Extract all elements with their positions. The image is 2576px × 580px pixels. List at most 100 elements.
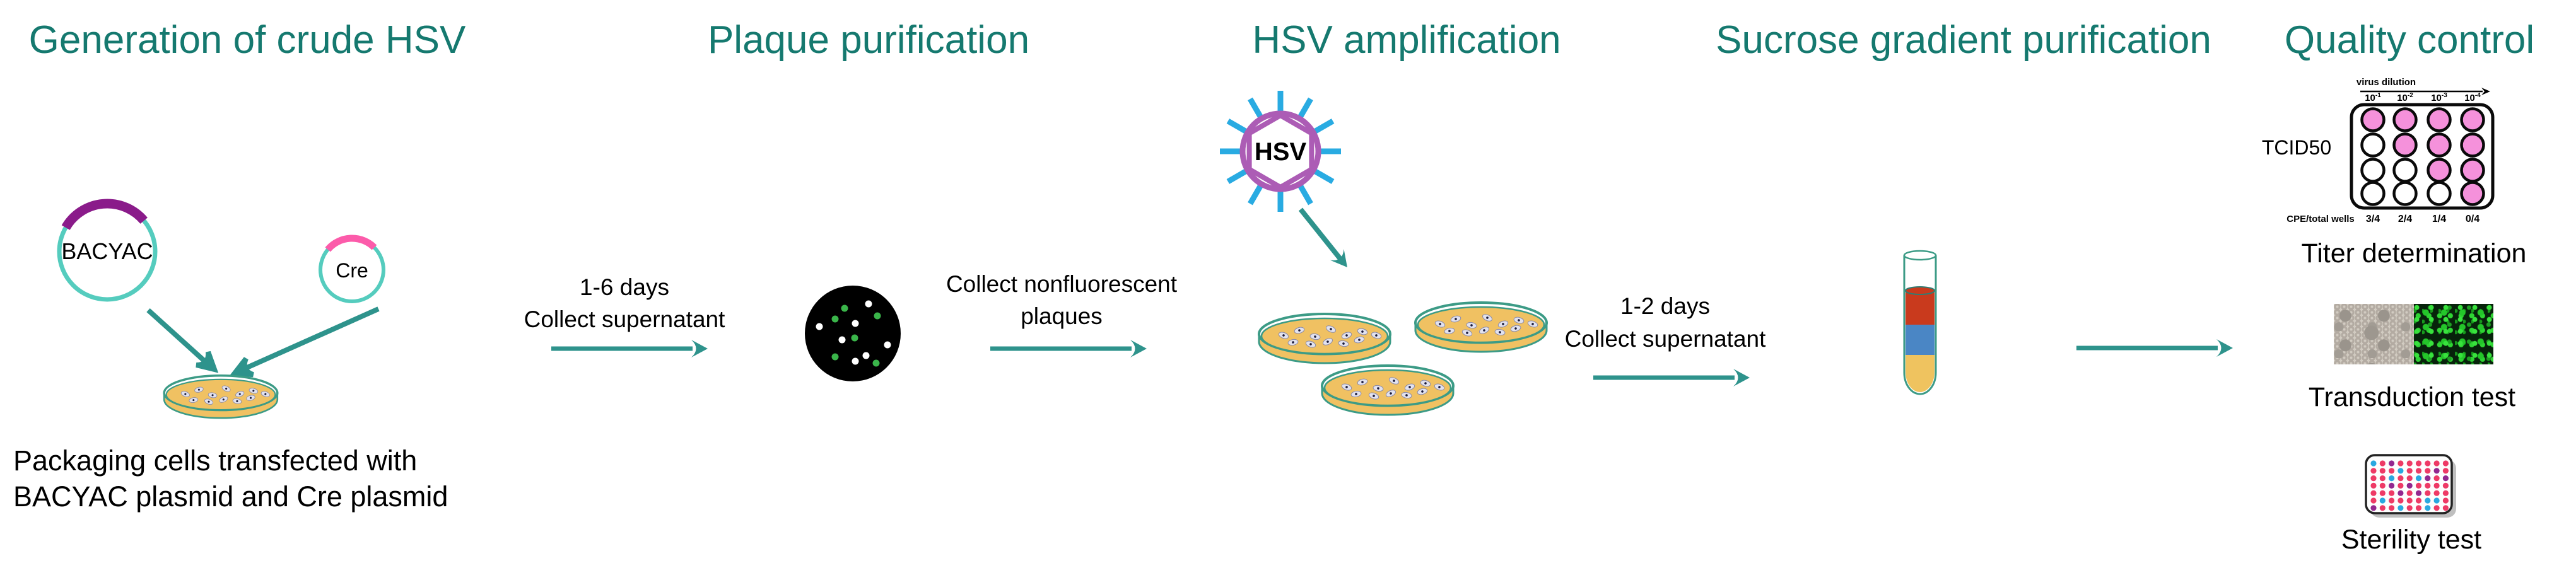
tube-layer-blue xyxy=(1906,325,1935,355)
nonfluorescent-plaque-dot xyxy=(865,300,872,308)
sterility-well-dot xyxy=(2442,482,2449,489)
sterility-well-dot xyxy=(2406,490,2413,496)
transduction-test-caption: Transduction test xyxy=(2308,382,2516,412)
sterility-well-dot xyxy=(2406,468,2413,474)
flow2-action-line1: Collect nonfluorescent xyxy=(946,271,1178,297)
sterility-well-dot xyxy=(2397,475,2404,482)
sterility-well-dot xyxy=(2397,468,2404,474)
sterility-well-dot xyxy=(2415,497,2422,504)
sterility-well-dot xyxy=(2406,460,2413,467)
sterility-well-dot xyxy=(2379,505,2386,511)
sterility-well-dot xyxy=(2389,460,2395,467)
sterility-well-dot xyxy=(2433,482,2440,489)
sterility-well-dot xyxy=(2425,460,2431,467)
title-generation-of-crude-hsv: Generation of crude HSV xyxy=(28,18,466,62)
sterility-well-dot xyxy=(2389,482,2395,489)
sterility-well-dot xyxy=(2379,468,2386,474)
petri-dish-icon xyxy=(163,374,279,419)
sterility-well-dot xyxy=(2406,482,2413,489)
infection-arrow-icon xyxy=(1298,207,1354,273)
sterility-well-dot xyxy=(2370,482,2377,489)
title-quality-control: Quality control xyxy=(2284,18,2535,62)
sterility-well-dot xyxy=(2433,497,2440,504)
sterility-well-dot xyxy=(2433,505,2440,511)
tcid50-well xyxy=(2460,132,2485,158)
fluorescent-plaque-dot xyxy=(831,353,839,361)
tcid50-well xyxy=(2360,107,2386,132)
tube-layer-red xyxy=(1906,291,1935,325)
sterility-well-dot xyxy=(2389,505,2395,511)
amplification-dish-bottom xyxy=(1321,364,1455,416)
tcid50-well xyxy=(2460,181,2485,206)
sterility-well-dot xyxy=(2379,490,2386,496)
sterility-well-dot xyxy=(2379,475,2386,482)
sterility-well-dot xyxy=(2379,482,2386,489)
tcid50-well xyxy=(2460,107,2485,132)
fluorescent-plaque-dot xyxy=(841,304,848,312)
virus-dilution-label: virus dilution xyxy=(2356,77,2416,88)
tcid50-well xyxy=(2392,107,2418,132)
sterility-well-dot xyxy=(2397,490,2404,496)
tcid50-well xyxy=(2427,181,2452,206)
tcid50-wells xyxy=(2360,107,2485,206)
sterility-well-dot xyxy=(2397,460,2404,467)
sterility-well-dot xyxy=(2433,460,2440,467)
section1-caption-line2: BACYAC plasmid and Cre plasmid xyxy=(13,480,448,513)
bacyac-plasmid-icon: BACYAC xyxy=(57,199,158,302)
flow3-duration: 1-2 days xyxy=(1620,293,1710,319)
tcid50-well xyxy=(2427,158,2452,183)
sterility-well-dot xyxy=(2370,497,2377,504)
sterility-well-dot xyxy=(2425,468,2431,474)
sterility-well-dot xyxy=(2397,482,2404,489)
dilution-label-4: 10-4 xyxy=(2464,92,2481,103)
sterility-well-dot xyxy=(2389,490,2395,496)
fluorescent-plaque-dot xyxy=(874,312,881,320)
sterility-well-dot xyxy=(2425,475,2431,482)
sterility-well-dot xyxy=(2433,468,2440,474)
sterility-well-dot xyxy=(2370,505,2377,511)
sterility-well-dot xyxy=(2370,490,2377,496)
bacyac-label: BACYAC xyxy=(61,238,153,264)
cpe-total-wells-label: CPE/total wells xyxy=(2286,214,2355,224)
sterility-well-dot xyxy=(2370,468,2377,474)
nonfluorescent-plaque-dot xyxy=(884,341,891,349)
nonfluorescent-plaque-dot xyxy=(838,336,846,344)
sterility-dots xyxy=(2370,460,2449,511)
nonfluorescent-plaque-dot xyxy=(816,323,823,330)
sterility-well-dot xyxy=(2406,497,2413,504)
sterility-well-dot xyxy=(2442,475,2449,482)
cpe-value-2: 2/4 xyxy=(2397,214,2413,224)
sterility-well-dot xyxy=(2415,460,2422,467)
virus-dilution-arrow-icon xyxy=(2360,88,2490,95)
flow1-duration: 1-6 days xyxy=(580,274,669,300)
tube-layer-yellow xyxy=(1906,355,1935,392)
sterility-well-dot xyxy=(2442,497,2449,504)
nonfluorescent-plaque-dot xyxy=(852,357,859,365)
sterility-well-dot xyxy=(2442,460,2449,467)
sterility-well-dot xyxy=(2433,490,2440,496)
hsv-virus-label: HSV xyxy=(1255,138,1307,166)
sterility-well-dot xyxy=(2425,505,2431,511)
sterility-well-dot xyxy=(2425,497,2431,504)
cpe-value-1: 3/4 xyxy=(2365,214,2380,224)
tcid50-well xyxy=(2427,107,2452,132)
gfp-fluorescence-image xyxy=(2413,304,2493,364)
fluorescent-plaque-dot xyxy=(851,334,858,342)
sterility-well-dot xyxy=(2442,505,2449,511)
sterility-well-dot xyxy=(2415,505,2422,511)
sterility-well-dot xyxy=(2415,482,2422,489)
sterility-well-dot xyxy=(2442,468,2449,474)
titer-determination-caption: Titer determination xyxy=(2301,238,2527,269)
flow2-arrow-icon xyxy=(990,340,1147,357)
tcid50-label: TCID50 xyxy=(2261,136,2332,159)
sterility-well-dot xyxy=(2433,475,2440,482)
nonfluorescent-plaque-dot xyxy=(862,352,870,359)
sterility-well-dot xyxy=(2389,497,2395,504)
tcid50-plate xyxy=(2350,103,2495,210)
sterility-well-dot xyxy=(2397,497,2404,504)
fluorescent-plaque-dot xyxy=(872,359,880,367)
tcid50-well xyxy=(2427,132,2452,158)
flow4-arrow-icon xyxy=(2076,339,2233,357)
dilution-label-2: 10-2 xyxy=(2397,92,2413,103)
flow2-action-line2: plaques xyxy=(1021,303,1103,329)
